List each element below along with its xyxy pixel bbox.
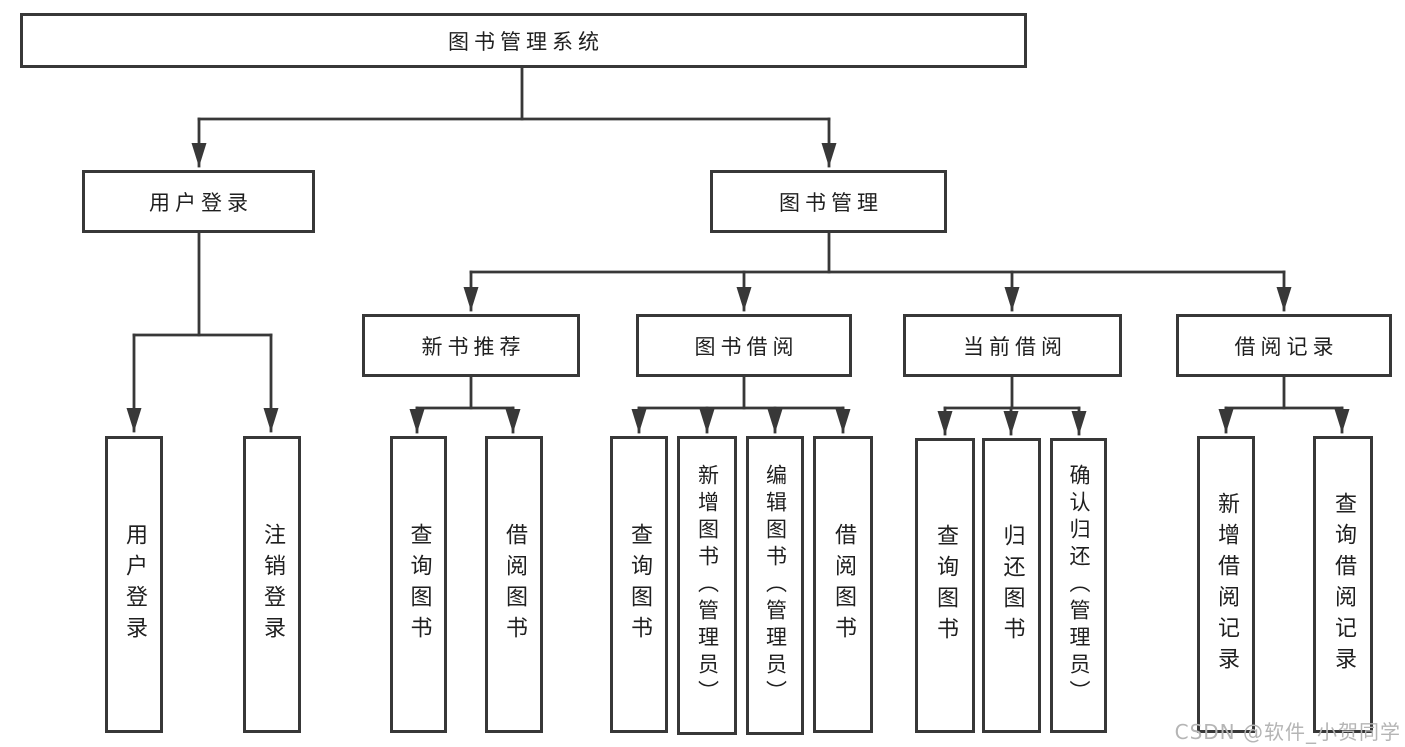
node-new-book-recommend: 新书推荐 — [362, 314, 580, 377]
leaf-add-book-admin: 新增图书（管理员） — [677, 436, 737, 735]
leaf-label: 编辑图书（管理员） — [763, 464, 788, 707]
leaf-return-book: 归还图书 — [982, 438, 1041, 733]
leaf-label: 查询图书 — [406, 522, 432, 647]
leaf-label: 归还图书 — [999, 523, 1025, 648]
leaf-label: 借阅图书 — [831, 522, 856, 647]
leaf-query-books-2: 查询图书 — [610, 436, 668, 733]
leaf-label: 用户登录 — [122, 522, 147, 647]
leaf-user-login: 用户登录 — [105, 436, 163, 733]
leaf-label: 新增借阅记录 — [1214, 491, 1239, 678]
node-book-management: 图书管理 — [710, 170, 947, 233]
leaf-borrow-books-1: 借阅图书 — [485, 436, 543, 733]
node-library-system: 图书管理系统 — [20, 13, 1027, 68]
leaf-label: 查询借阅记录 — [1331, 491, 1356, 678]
leaf-label: 借阅图书 — [502, 522, 527, 647]
leaf-query-books-1: 查询图书 — [390, 436, 447, 733]
leaf-label: 新增图书（管理员） — [695, 464, 720, 707]
node-book-borrowing: 图书借阅 — [636, 314, 852, 377]
node-user-login: 用户登录 — [82, 170, 315, 233]
node-current-borrowing: 当前借阅 — [903, 314, 1122, 377]
leaf-label: 注销登录 — [260, 522, 285, 647]
leaf-label: 查询图书 — [933, 523, 958, 648]
watermark: CSDN @软件_小贺同学 — [1174, 720, 1401, 744]
leaf-add-borrow-record: 新增借阅记录 — [1197, 436, 1255, 733]
leaf-label: 确认归还（管理员） — [1067, 464, 1091, 707]
leaf-borrow-books-2: 借阅图书 — [813, 436, 873, 733]
node-borrowing-records: 借阅记录 — [1176, 314, 1392, 377]
leaf-query-books-3: 查询图书 — [915, 438, 975, 733]
leaf-confirm-return-admin: 确认归还（管理员） — [1050, 438, 1107, 733]
leaf-label: 查询图书 — [627, 522, 652, 647]
leaf-logout: 注销登录 — [243, 436, 301, 733]
leaf-edit-book-admin: 编辑图书（管理员） — [746, 436, 804, 735]
leaf-query-borrow-record: 查询借阅记录 — [1313, 436, 1373, 733]
